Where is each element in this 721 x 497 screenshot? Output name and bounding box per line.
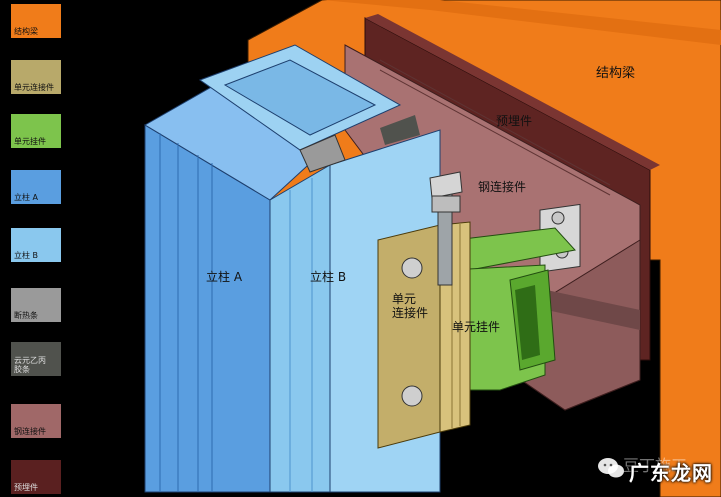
label-mullion-b: 立柱 B — [310, 270, 347, 284]
legend-label: 结构梁 — [14, 27, 38, 36]
label-structural-beam: 结构梁 — [596, 66, 636, 81]
label-unit-connector: 单元 连接件 — [392, 292, 428, 320]
legend-item-unit-hanger: 单元挂件 — [11, 114, 61, 148]
legend-label: 立柱 B — [14, 251, 39, 260]
legend-label: 钢连接件 — [14, 427, 46, 436]
label-unit-hanger: 单元挂件 — [452, 320, 501, 334]
mullion-b-box — [223, 59, 377, 136]
legend-item-mullion-a: 立柱 A — [11, 170, 61, 204]
embedded-part-edge — [365, 14, 660, 170]
nut — [431, 195, 461, 213]
legend-item-unit-connector: 单元连接件 — [11, 60, 61, 94]
watermark: 豆丁施工 广东龙网 — [598, 456, 713, 489]
mullion-b-front — [269, 164, 331, 493]
thermal-break — [299, 134, 346, 173]
watermark-faint-text: 豆丁施工 — [623, 456, 688, 475]
hex-bolt-head — [429, 171, 463, 199]
legend-item-embedded-part: 预埋件 — [11, 460, 61, 494]
legend-item-epdm-strip: 云元乙丙 胶条 — [11, 342, 61, 376]
label-embedded-part: 预埋件 — [496, 114, 533, 128]
watermark-text: 广东龙网 — [629, 461, 713, 485]
legend-label: 立柱 A — [14, 193, 39, 202]
legend-item-steel-connector: 钢连接件 — [11, 404, 61, 438]
legend-label: 云元乙丙 胶条 — [14, 356, 46, 374]
bolt-head — [401, 385, 423, 407]
bolt-head — [401, 257, 423, 279]
chat-bubble-icon — [598, 458, 624, 478]
legend-label: 单元挂件 — [14, 137, 46, 146]
legend-item-structural-beam: 结构梁 — [11, 4, 61, 38]
rubber-gasket — [515, 285, 540, 360]
legend-label: 预埋件 — [14, 483, 38, 492]
legend: 结构梁 单元连接件 单元挂件 立柱 A 立柱 B 断热条 云元乙丙 胶条 钢连接… — [0, 0, 100, 497]
legend-label: 断热条 — [14, 311, 38, 320]
beam-top-edge — [322, 0, 721, 45]
legend-item-thermal-break: 断热条 — [11, 288, 61, 322]
bolt-head — [551, 211, 565, 225]
label-steel-connector: 钢连接件 — [478, 180, 527, 194]
epdm-strip — [380, 115, 420, 145]
legend-label: 单元连接件 — [14, 83, 54, 92]
legend-item-mullion-b: 立柱 B — [11, 228, 61, 262]
label-mullion-a: 立柱 A — [206, 270, 243, 284]
